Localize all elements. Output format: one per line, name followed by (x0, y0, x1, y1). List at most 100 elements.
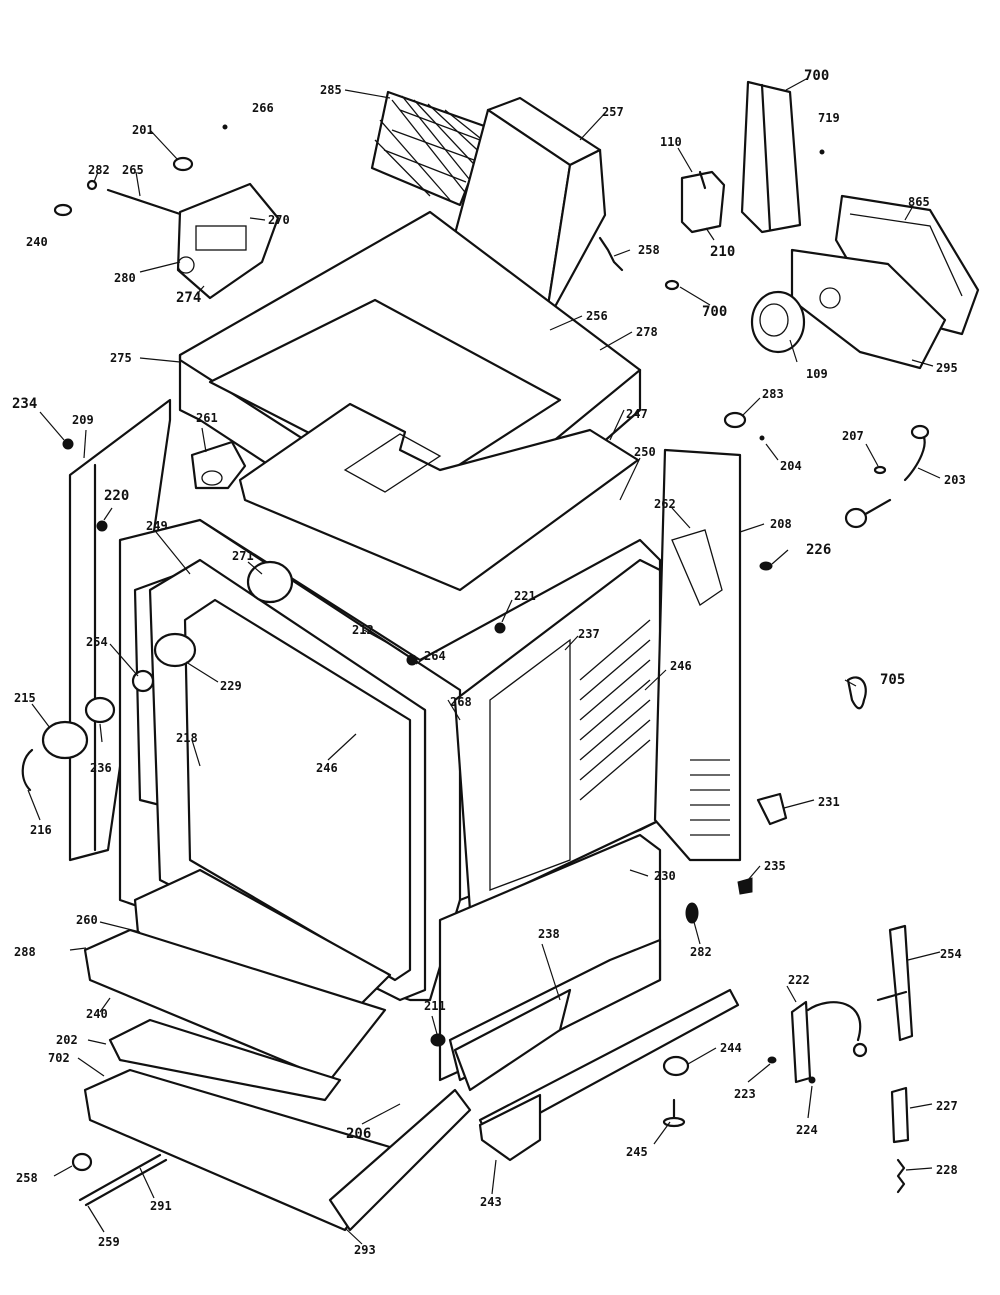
igniter-module (680, 170, 726, 234)
callout-865: 865 (908, 195, 930, 209)
pin-228 (896, 1158, 906, 1194)
screw-212 (406, 654, 418, 666)
screw-700 (664, 279, 680, 291)
callout-226: 226 (806, 542, 831, 558)
callout-700-top: 700 (804, 68, 829, 84)
knob-shaft (844, 498, 892, 529)
callout-228: 228 (936, 1163, 958, 1177)
callout-282-top: 282 (88, 163, 110, 177)
callout-209: 209 (72, 413, 94, 427)
callout-244: 244 (720, 1041, 742, 1055)
callout-247: 247 (626, 407, 648, 421)
grommet-240 (53, 203, 73, 217)
callout-227: 227 (936, 1099, 958, 1113)
callout-246: 246 (316, 761, 338, 775)
knob-236 (84, 696, 116, 724)
callout-216: 216 (30, 823, 52, 837)
callout-212: 212 (352, 623, 374, 637)
callout-250: 250 (634, 445, 656, 459)
callout-262: 262 (654, 497, 676, 511)
callout-258-top: 258 (638, 243, 660, 257)
spring-227 (890, 1086, 910, 1144)
callout-264: 264 (424, 649, 446, 663)
manifold-panel (448, 938, 740, 1162)
callout-283: 283 (762, 387, 784, 401)
cord-203 (903, 424, 930, 482)
clip-235 (737, 877, 753, 895)
broil-burner-tube (78, 1153, 168, 1207)
callout-201: 201 (132, 123, 154, 137)
cap-258 (71, 1152, 93, 1172)
kick-plate (328, 1088, 472, 1232)
callout-268: 268 (450, 695, 472, 709)
callout-218: 218 (176, 731, 198, 745)
callout-237: 237 (578, 627, 600, 641)
callout-291: 291 (150, 1199, 172, 1213)
callout-240: 240 (86, 1007, 108, 1021)
screw-211 (430, 1033, 446, 1047)
callout-246-right: 246 (670, 659, 692, 673)
callout-256: 256 (586, 309, 608, 323)
callout-229: 229 (220, 679, 242, 693)
callout-274: 274 (176, 290, 201, 306)
callout-203: 203 (944, 473, 966, 487)
callout-266: 266 (252, 101, 274, 115)
callout-243: 243 (480, 1195, 502, 1209)
callout-208: 208 (770, 517, 792, 531)
screw-223 (767, 1056, 777, 1064)
spring-258 (598, 236, 624, 272)
callout-207: 207 (842, 429, 864, 443)
heater-cover (153, 632, 197, 668)
callout-702: 702 (48, 1051, 70, 1065)
callout-271: 271 (232, 549, 254, 563)
leveling-leg-245 (662, 1098, 686, 1128)
callout-labels: 201 266 285 257 110 700 719 282 265 270 … (12, 68, 966, 1257)
screw-266 (222, 124, 228, 130)
callout-700: 700 (702, 304, 727, 320)
nut-282 (86, 179, 98, 191)
clip-705 (846, 676, 867, 710)
callout-211: 211 (424, 999, 446, 1013)
screw-224 (808, 1076, 816, 1084)
screw-226 (759, 561, 773, 571)
callout-230: 230 (654, 869, 676, 883)
door-hinge (790, 1000, 868, 1084)
control-bracket (740, 80, 802, 234)
callout-293: 293 (354, 1243, 376, 1257)
callout-223: 223 (734, 1087, 756, 1101)
screw-221 (494, 622, 506, 634)
callout-260: 260 (76, 913, 98, 927)
callout-245: 245 (626, 1145, 648, 1159)
callout-278: 278 (636, 325, 658, 339)
knob-215 (41, 720, 89, 760)
cooktop-frame (238, 402, 640, 592)
callout-275: 275 (110, 351, 132, 365)
screw-201 (172, 156, 194, 172)
callout-224: 224 (796, 1123, 818, 1137)
right-side-panel (653, 448, 742, 862)
spring-216 (21, 748, 34, 792)
bushing-283 (723, 411, 747, 429)
callout-295: 295 (936, 361, 958, 375)
drawer-panel (83, 928, 402, 1232)
callout-265: 265 (122, 163, 144, 177)
callout-258: 258 (16, 1171, 38, 1185)
callout-231: 231 (818, 795, 840, 809)
callout-221: 221 (514, 589, 536, 603)
callout-240-top: 240 (26, 235, 48, 249)
callout-236: 236 (90, 761, 112, 775)
leader-lines (27, 77, 941, 1245)
callout-202: 202 (56, 1033, 78, 1047)
callout-257: 257 (602, 105, 624, 119)
callout-206: 206 (346, 1126, 371, 1142)
callout-110: 110 (660, 135, 682, 149)
callout-234: 234 (12, 396, 37, 412)
callout-270: 270 (268, 213, 290, 227)
callout-282: 282 (690, 945, 712, 959)
callout-222: 222 (788, 973, 810, 987)
callout-705: 705 (880, 672, 905, 688)
callout-220: 220 (104, 488, 129, 504)
screw-234 (62, 438, 74, 450)
screw-204 (759, 435, 765, 441)
